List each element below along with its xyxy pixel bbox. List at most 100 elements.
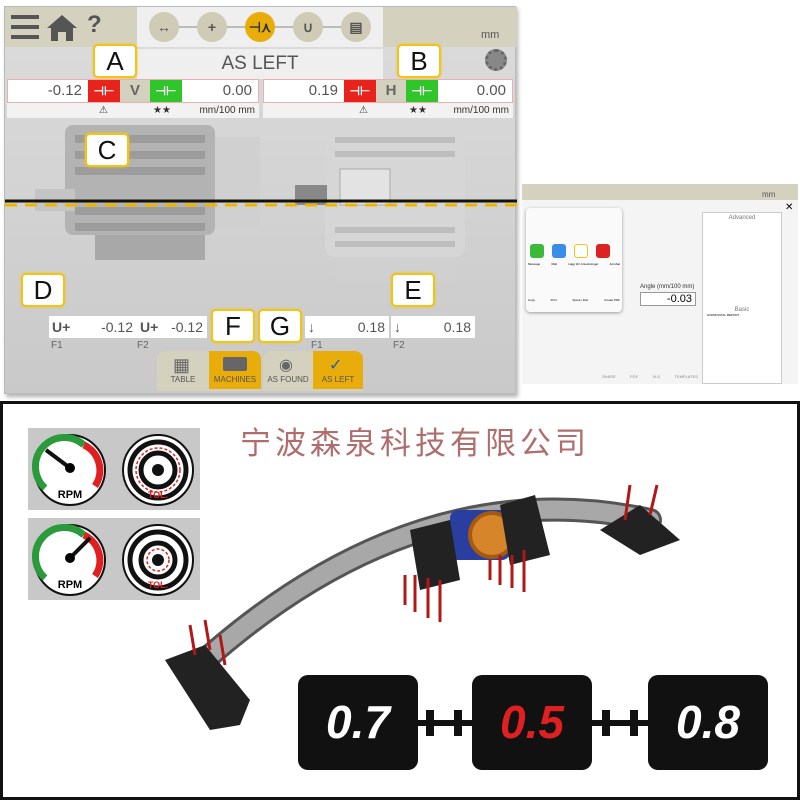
warning-icon: ⚠ — [99, 105, 108, 116]
offset-status-icon: ⊣⊢ — [406, 80, 438, 102]
menu-icon[interactable] — [11, 15, 39, 39]
callout-g: G — [258, 309, 302, 343]
horizontal-angle-value: 0.19 — [308, 82, 338, 99]
check-icon: ✓ — [329, 357, 343, 374]
coupling-link-icon — [592, 710, 648, 736]
foot-f1-horizontal: ↓ 0.18 — [305, 316, 389, 338]
watermark: 宁波森泉科技有限公司 — [240, 426, 590, 462]
warning-icon: ⚠ — [359, 105, 368, 116]
vertical-axis-label: V — [120, 80, 150, 102]
table-icon: ▦ — [173, 355, 191, 375]
target-tolerance-low-icon: TOL. — [122, 434, 194, 506]
rpm-label: RPM — [58, 579, 82, 591]
callout-c: C — [85, 133, 129, 167]
force-arrows-icon — [188, 484, 659, 666]
angle-value: -0.03 — [640, 292, 696, 306]
angle-status-icon: ⊣⊢ — [88, 80, 120, 102]
horizontal-offset-value: 0.00 — [476, 82, 506, 99]
share-top-bar — [522, 184, 798, 200]
rpm-label: RPM — [58, 489, 82, 501]
foot-f2-vertical: U+ -0.12 — [137, 316, 207, 338]
vertical-unit: mm/100 mm — [199, 105, 255, 116]
help-icon[interactable]: ? — [87, 11, 102, 38]
alignment-app-screen: ? ↔ + ⊣⋏ ∪ ▤ mm AS LEFT -0.12 ⊣⊢ V ⊣⊢ 0.… — [4, 6, 517, 394]
step-distance-icon[interactable]: ↔ — [149, 12, 179, 42]
foot-label: F1 — [51, 340, 63, 351]
state-tabs: ◉AS FOUND ✓AS LEFT — [263, 351, 363, 391]
angle-status-icon: ⊣⊢ — [344, 80, 376, 102]
templates-panel: Advanced Basic HORIZONTAL REPORT — [702, 212, 782, 384]
foot-label: F2 — [393, 340, 405, 351]
home-icon[interactable] — [45, 13, 79, 43]
notes-icon[interactable] — [574, 244, 588, 258]
bearing-icon — [165, 495, 680, 730]
rpm-gauge-low-icon: RPM — [32, 433, 106, 506]
vertical-readout: -0.12 ⊣⊢ V ⊣⊢ 0.00 — [7, 79, 259, 103]
target-tolerance-high-icon: TOL. — [122, 524, 194, 596]
tab-machines[interactable]: MACHINES — [209, 351, 261, 389]
step-measure-icon[interactable]: + — [197, 12, 227, 42]
offset-value-right: 0.8 — [648, 675, 768, 770]
template-basic[interactable]: Basic — [734, 307, 750, 313]
tolerance-label: TOL. — [148, 580, 168, 590]
horizontal-axis-label: H — [376, 80, 406, 102]
callout-f: F — [211, 309, 255, 343]
horizontal-unit: mm/100 mm — [453, 105, 509, 116]
page-title: AS LEFT — [137, 49, 383, 79]
acrobat-icon[interactable] — [596, 244, 610, 258]
offset-status-icon: ⊣⊢ — [150, 80, 182, 102]
step-adjust-icon[interactable]: ∪ — [293, 12, 323, 42]
foot-value: 0.18 — [443, 319, 471, 335]
vertical-offset-value: 0.00 — [222, 82, 252, 99]
tolerance-label: TOL. — [148, 490, 168, 500]
vertical-shim-icon: U+ — [140, 319, 159, 335]
units-label[interactable]: mm — [481, 29, 500, 41]
diagram-frame — [0, 401, 800, 800]
horizontal-subrow: ⚠ ★★ mm/100 mm — [263, 103, 513, 118]
foot-label: F2 — [137, 340, 149, 351]
foot-value: 0.18 — [357, 319, 385, 335]
arrow-down-icon: ↓ — [394, 319, 401, 335]
offset-value-center: 0.5 — [472, 675, 592, 770]
callout-e: E — [391, 273, 435, 307]
tab-as-left[interactable]: ✓AS LEFT — [313, 351, 363, 389]
as-found-icon: ◉ — [279, 357, 293, 374]
machine-icon — [223, 357, 247, 371]
vertical-shim-icon: U+ — [52, 319, 71, 335]
coupling-link-icon — [416, 710, 472, 736]
callout-a: A — [93, 44, 137, 78]
tab-as-found[interactable]: ◉AS FOUND — [267, 357, 309, 384]
callout-d: D — [21, 273, 65, 307]
vertical-angle-value: -0.12 — [47, 82, 82, 99]
quality-stars-icon: ★★ — [153, 105, 171, 116]
foot-value: -0.12 — [171, 319, 203, 335]
mail-icon[interactable] — [552, 244, 566, 258]
units-label: mm — [762, 190, 776, 199]
foot-value: -0.12 — [101, 319, 133, 335]
foot-label: F1 — [311, 340, 323, 351]
vertical-subrow: ⚠ ★★ mm/100 mm — [7, 103, 259, 118]
message-icon[interactable] — [530, 244, 544, 258]
foot-f1-vertical: U+ -0.12 — [49, 316, 137, 338]
arrow-down-icon: ↓ — [308, 319, 315, 335]
horizontal-readout: 0.19 ⊣⊢ H ⊣⊢ 0.00 — [263, 79, 513, 103]
angle-label: Angle (mm/100 mm) — [640, 284, 695, 290]
close-icon[interactable]: ✕ — [785, 202, 794, 213]
view-tabs: ▦TABLE MACHINES — [157, 351, 261, 391]
quality-stars-icon: ★★ — [409, 105, 427, 116]
callout-b: B — [397, 44, 441, 78]
tab-table[interactable]: ▦TABLE — [170, 355, 196, 384]
offset-value-left: 0.7 — [298, 675, 418, 770]
sensor-icon[interactable] — [485, 49, 507, 71]
rpm-gauge-high-icon: RPM — [32, 523, 106, 596]
template-advanced[interactable]: Advanced — [728, 215, 756, 221]
step-report-icon[interactable]: ▤ — [341, 12, 371, 42]
report-title: HORIZONTAL REPORT — [707, 313, 740, 317]
step-result-icon[interactable]: ⊣⋏ — [245, 12, 275, 42]
gauges: RPM TOL. RPM TOL. — [32, 433, 194, 596]
foot-f2-horizontal: ↓ 0.18 — [391, 316, 475, 338]
